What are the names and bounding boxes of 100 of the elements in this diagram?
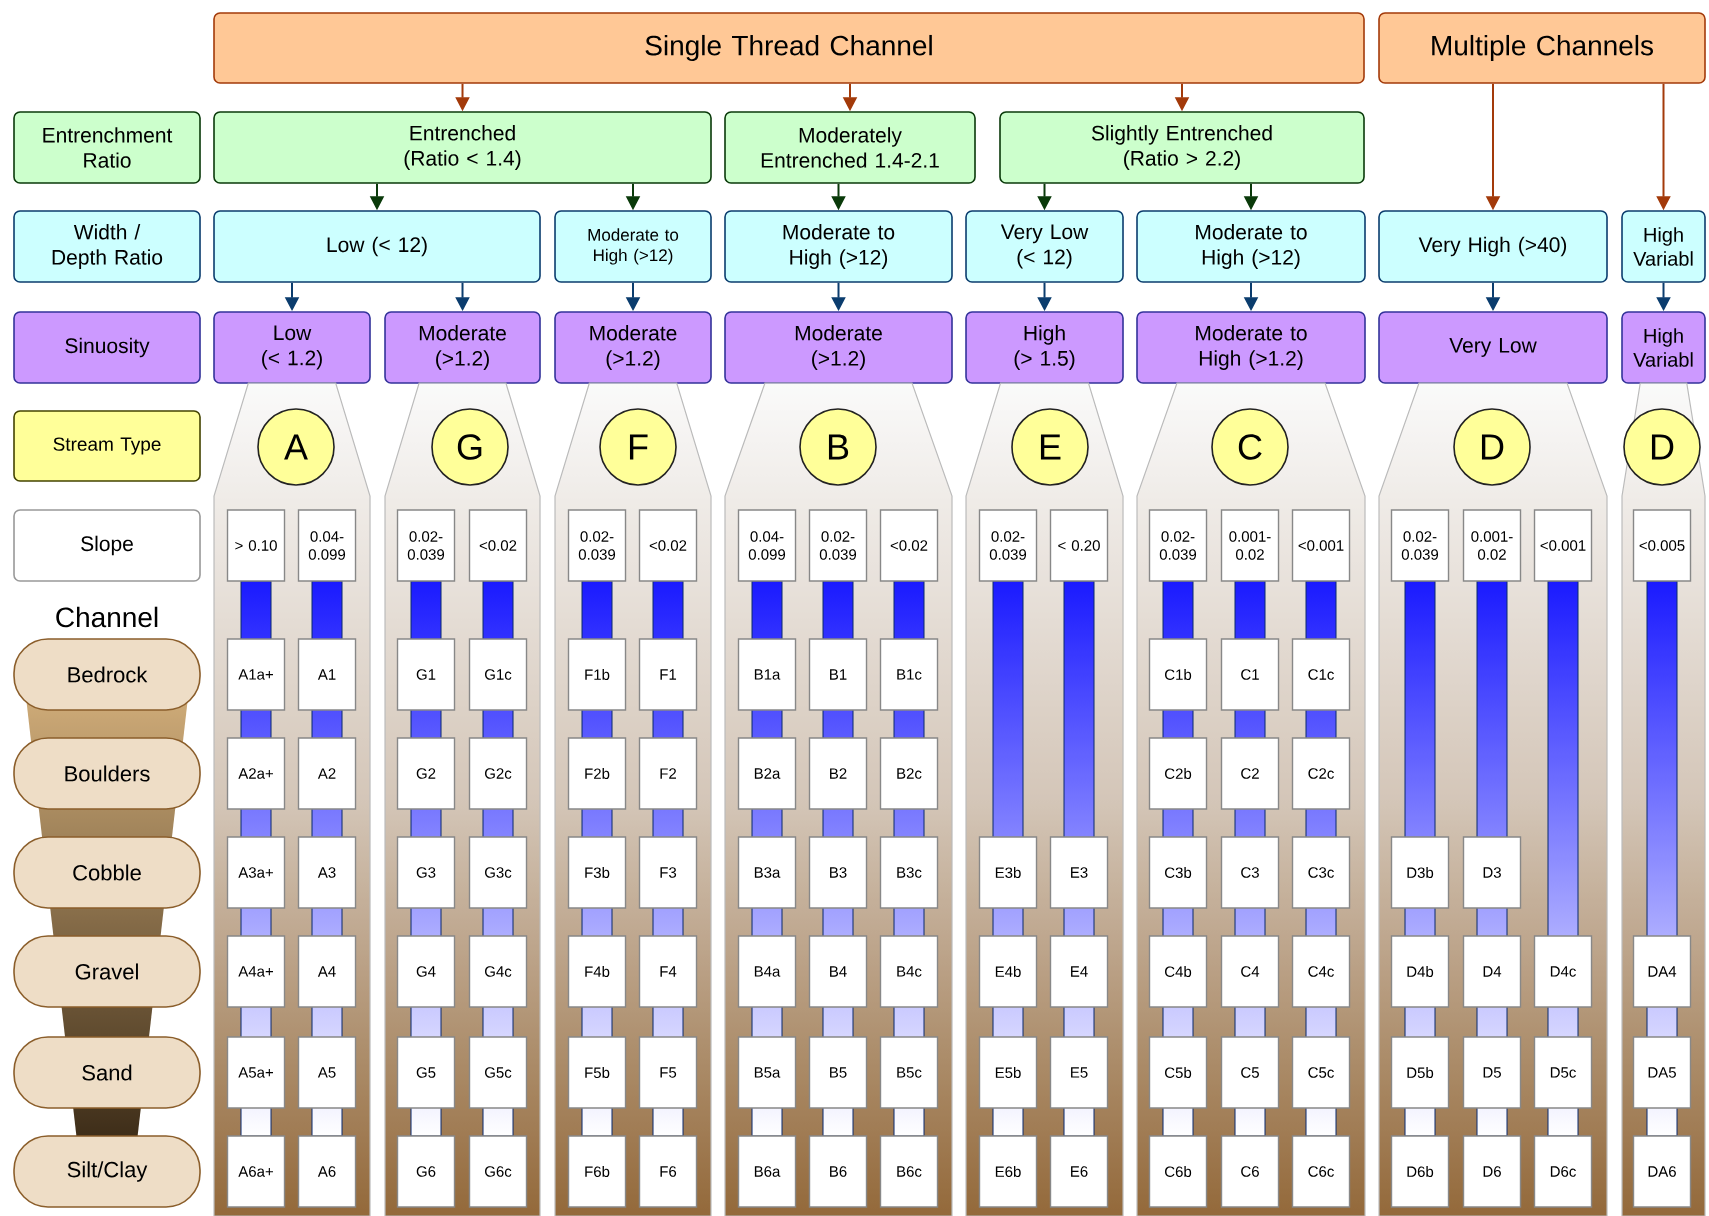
slope-box: 0.02-0.039 (978, 509, 1038, 582)
slope-box: 0.02-0.039 (1148, 509, 1208, 582)
stream-code-box: C1c (1291, 638, 1351, 711)
stream-code-box: B2c (879, 737, 939, 810)
stream-code-box: C3b (1148, 836, 1208, 909)
stream-code-box: C5b (1148, 1036, 1208, 1109)
stream-code-box: B2 (808, 737, 868, 810)
stream-code-box: G5c (468, 1036, 528, 1109)
stream-code-box: F2b (567, 737, 627, 810)
stream-code-box: DA6 (1632, 1135, 1692, 1208)
stream-code-box: D5 (1462, 1036, 1522, 1109)
stream-code-box: D4c (1533, 935, 1593, 1008)
stream-code-box: A3a+ (226, 836, 286, 909)
stream-code-box: F2 (638, 737, 698, 810)
stream-code-box: C5c (1291, 1036, 1351, 1109)
ratio-box: Low (< 12) (213, 210, 541, 283)
sinuosity-box: High (> 1.5) (965, 311, 1124, 384)
stream-code-box: E4b (978, 935, 1038, 1008)
entrenchment-box: Slightly Entrenched (Ratio > 2.2) (999, 111, 1365, 184)
sinuosity-box: High Variabl (1621, 311, 1706, 384)
slope-box: 0.04-0.099 (297, 509, 357, 582)
stream-code-box: C6c (1291, 1135, 1351, 1208)
sinuosity-box: Moderate (>1.2) (724, 311, 953, 384)
stream-code-box: DA4 (1632, 935, 1692, 1008)
ratio-box: Very High (>40) (1378, 210, 1608, 283)
stream-code-box: E6b (978, 1135, 1038, 1208)
stream-code-box: D3 (1462, 836, 1522, 909)
stream-code-box: A5a+ (226, 1036, 286, 1109)
category-box: Multiple Channels (1378, 12, 1706, 84)
stream-code-box: C4b (1148, 935, 1208, 1008)
stream-code-box: B4a (737, 935, 797, 1008)
sinuosity-box: Moderate to High (>1.2) (1136, 311, 1366, 384)
stream-code-box: B4 (808, 935, 868, 1008)
stream-code-box: D4b (1390, 935, 1450, 1008)
stream-code-box: DA5 (1632, 1036, 1692, 1109)
row-header-box: Slope (13, 509, 201, 582)
stream-code-box: C3 (1220, 836, 1280, 909)
stream-code-box: G2c (468, 737, 528, 810)
row-header-box: Entrenchment Ratio (13, 111, 201, 184)
row-header-box: Sinuosity (13, 311, 201, 384)
stream-code-box: G5 (396, 1036, 456, 1109)
stream-code-box: B4c (879, 935, 939, 1008)
stream-code-box: A2 (297, 737, 357, 810)
stream-code-box: G4 (396, 935, 456, 1008)
stream-code-box: B1 (808, 638, 868, 711)
ratio-box: Moderate to High (>12) (1136, 210, 1366, 283)
stream-code-box: F3b (567, 836, 627, 909)
stream-code-box: C2b (1148, 737, 1208, 810)
slope-box: <0.02 (879, 509, 939, 582)
stream-code-box: A6a+ (226, 1135, 286, 1208)
sinuosity-box: Low (< 1.2) (213, 311, 371, 384)
stream-code-box: A2a+ (226, 737, 286, 810)
stream-code-box: B1a (737, 638, 797, 711)
stream-code-box: E5 (1049, 1036, 1109, 1109)
stream-code-box: E6 (1049, 1135, 1109, 1208)
stream-code-box: B6c (879, 1135, 939, 1208)
stream-code-box: G2 (396, 737, 456, 810)
sinuosity-box: Moderate (>1.2) (384, 311, 541, 384)
slope-box: <0.005 (1632, 509, 1692, 582)
stream-code-box: C4c (1291, 935, 1351, 1008)
stream-code-box: C6b (1148, 1135, 1208, 1208)
slope-box: 0.02-0.039 (396, 509, 456, 582)
stream-code-box: F4b (567, 935, 627, 1008)
stream-code-box: E4 (1049, 935, 1109, 1008)
stream-code-box: A6 (297, 1135, 357, 1208)
stream-code-box: G4c (468, 935, 528, 1008)
stream-code-box: G1c (468, 638, 528, 711)
sinuosity-box: Very Low (1378, 311, 1608, 384)
stream-code-box: E5b (978, 1036, 1038, 1109)
stream-code-box: F6b (567, 1135, 627, 1208)
slope-box: < 0.20 (1049, 509, 1109, 582)
slope-box: <0.001 (1291, 509, 1351, 582)
stream-code-box: C5 (1220, 1036, 1280, 1109)
stream-code-box: A5 (297, 1036, 357, 1109)
stream-code-box: B6 (808, 1135, 868, 1208)
slope-box: 0.02-0.039 (808, 509, 868, 582)
stream-code-box: B3a (737, 836, 797, 909)
slope-box: 0.02-0.039 (567, 509, 627, 582)
category-box: Single Thread Channel (213, 12, 1365, 84)
substrate-pill: Gravel (13, 935, 201, 1008)
stream-code-box: F5b (567, 1036, 627, 1109)
stream-code-box: B5a (737, 1036, 797, 1109)
slope-box: 0.04-0.099 (737, 509, 797, 582)
stream-code-box: D6 (1462, 1135, 1522, 1208)
ratio-box: Moderate to High (>12) (724, 210, 953, 283)
row-header-box: Width / Depth Ratio (13, 210, 201, 283)
stream-code-box: F1b (567, 638, 627, 711)
slope-box: > 0.10 (226, 509, 286, 582)
ratio-box: High Variabl (1621, 210, 1706, 283)
stream-code-box: G6c (468, 1135, 528, 1208)
stream-code-box: B6a (737, 1135, 797, 1208)
stream-code-box: D4 (1462, 935, 1522, 1008)
stream-code-box: D3b (1390, 836, 1450, 909)
sinuosity-box: Moderate (>1.2) (554, 311, 712, 384)
row-header-box: Stream Type (13, 410, 201, 482)
stream-code-box: E3 (1049, 836, 1109, 909)
stream-code-box: B5c (879, 1036, 939, 1109)
stream-code-box: B5 (808, 1036, 868, 1109)
stream-code-box: G3 (396, 836, 456, 909)
stream-code-box: D5b (1390, 1036, 1450, 1109)
